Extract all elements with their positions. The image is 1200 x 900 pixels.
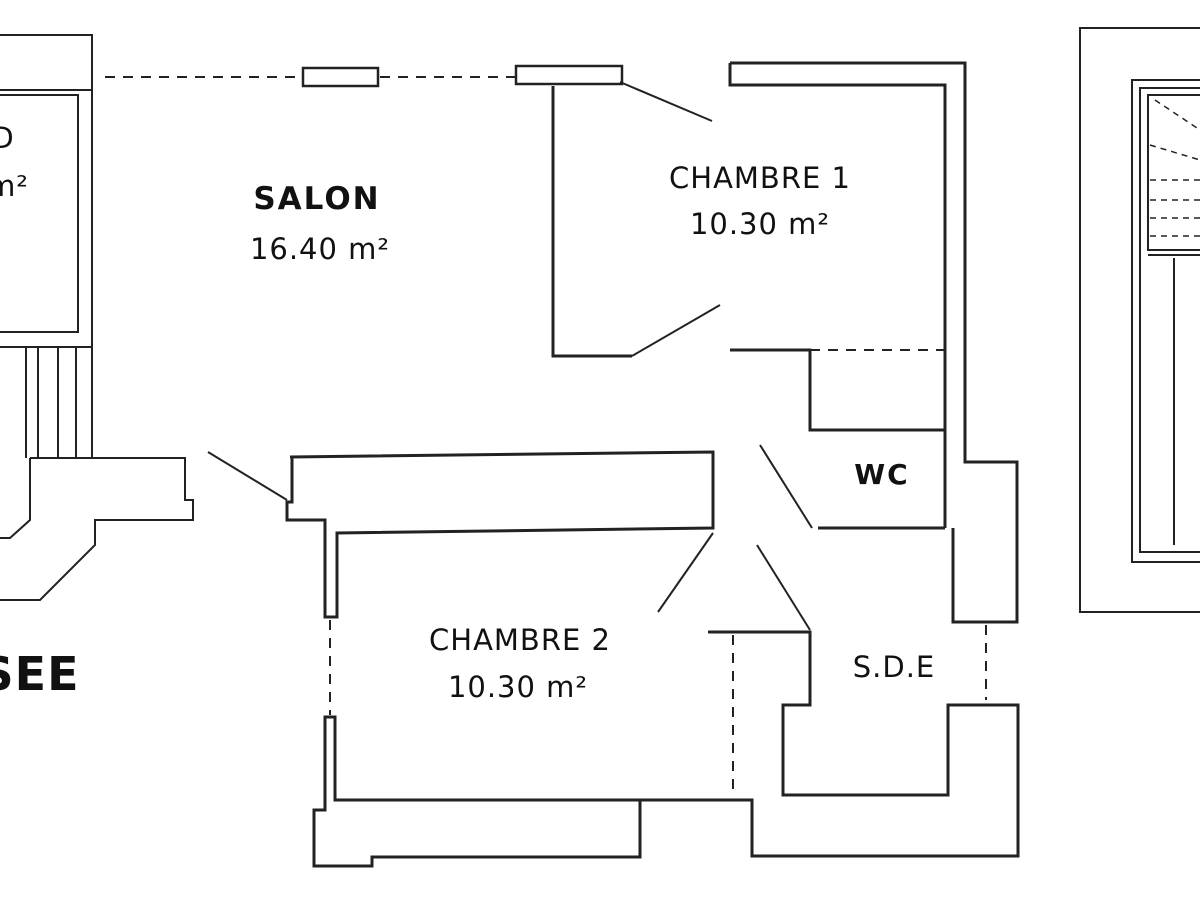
left-room-area-partial: m²	[0, 169, 29, 203]
chambre1-walls	[551, 61, 1019, 624]
salon-window	[301, 66, 380, 88]
floor-label-partial: SEE	[0, 647, 79, 701]
salon-door-swing	[207, 451, 288, 501]
top-facade	[105, 64, 624, 88]
wc-name: WC	[854, 458, 909, 491]
left-room-name-partial: D	[0, 121, 15, 155]
salon-area: 16.40 m²	[250, 232, 390, 266]
chambre1-area: 10.30 m²	[690, 207, 830, 241]
chambre1-door-swing	[631, 304, 721, 357]
staircase-block	[1079, 27, 1200, 613]
chambre2-area: 10.30 m²	[448, 670, 588, 704]
wc-walls	[759, 444, 945, 530]
stair-steps	[1149, 99, 1200, 237]
left-partial-room	[0, 34, 194, 601]
chambre1-name: CHAMBRE 1	[669, 161, 851, 195]
sde-door-swing	[756, 544, 811, 631]
chambre2-door-swing	[657, 532, 714, 613]
chambre1-door-swing-top	[619, 81, 713, 122]
chambre1-window	[514, 64, 624, 86]
chambre2-walls	[207, 450, 1020, 868]
sde-name: S.D.E	[853, 650, 936, 684]
salon-name: SALON	[253, 181, 380, 217]
chambre2-name: CHAMBRE 2	[429, 623, 611, 657]
wc-door-swing	[759, 444, 813, 529]
